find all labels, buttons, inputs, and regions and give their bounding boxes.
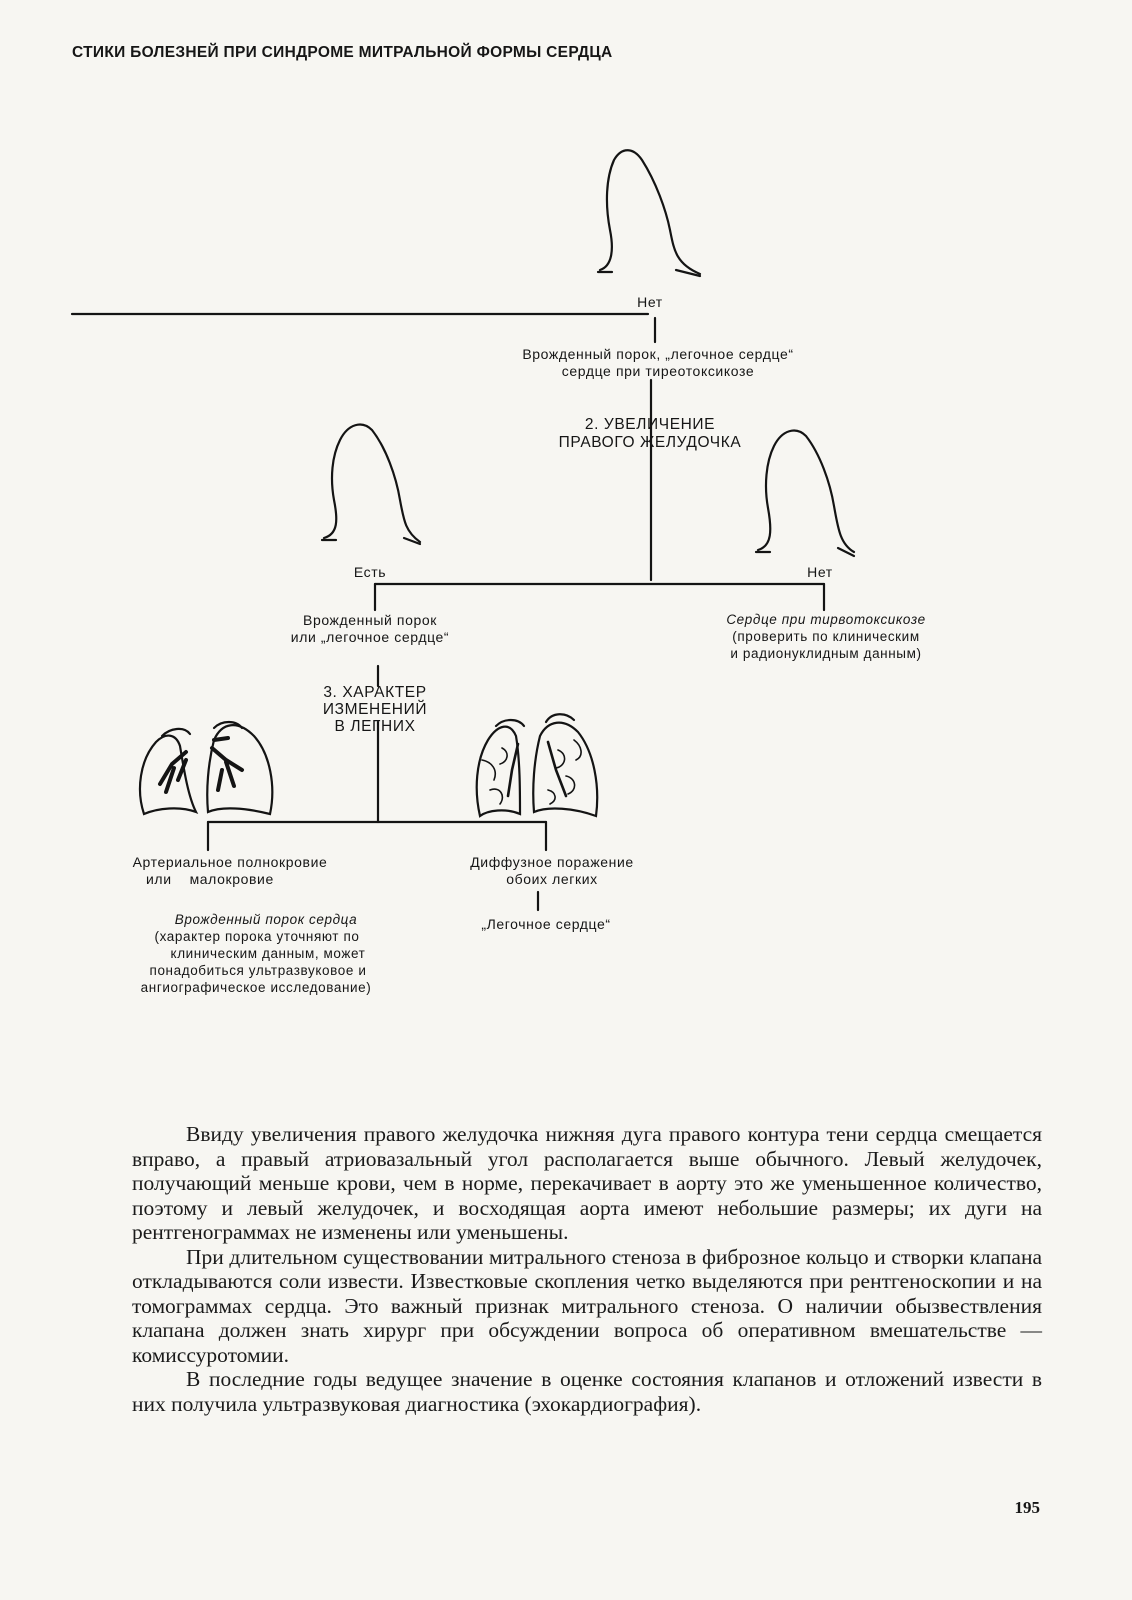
right-answer-label: Нет — [807, 564, 833, 580]
lungs-arterial-figure — [138, 720, 274, 816]
left-result-line2: или „легочное сердце“ — [290, 629, 450, 645]
page-number: 195 — [1014, 1498, 1041, 1517]
step2-title-line1: 2. УВЕЛИЧЕНИЕ — [584, 416, 716, 433]
hilum-vessels-left — [158, 736, 244, 794]
body-paragraph: В последние годы ведущее значение в оцен… — [132, 1367, 1042, 1416]
body-paragraph: При длительном существовании митрального… — [132, 1244, 1042, 1367]
running-header: СТИКИ БОЛЕЗНЕЙ ПРИ СИНДРОМЕ МИТРАЛЬНОЙ Ф… — [72, 44, 613, 61]
heart-silhouette-right — [756, 429, 856, 554]
step3-title-line3: В ЛЕГНИХ — [334, 718, 416, 735]
body-text: Ввиду увеличения правого желудочка нижня… — [132, 1122, 1042, 1416]
lung-left-result-line1: Артериальное полнокровие — [132, 854, 328, 870]
step3-title-line2: ИЗМЕНЕНИЙ — [322, 701, 428, 718]
left-answer-label: Есть — [353, 564, 387, 580]
right-result-note-line2: и радионуклидным данным) — [730, 646, 922, 661]
right-result-title: Сердце при тирвотоксикозе — [726, 612, 926, 627]
flowchart-diagram — [70, 149, 856, 912]
step2-title-line2: ПРАВОГО ЖЕЛУДОЧКА — [558, 434, 742, 451]
step3-title-line1: 3. ХАРАКТЕР — [323, 684, 427, 701]
lung-right-result-line1: Диффузное поражение — [470, 854, 634, 870]
lung-left-note-line2: клиническим данным, может — [170, 946, 366, 961]
top-answer-label: Нет — [637, 294, 663, 310]
top-result-line1: Врожденный порок, „легочное сердце“ — [522, 346, 794, 362]
top-result-line2: сердце при тиреотоксикозе — [561, 363, 755, 379]
lung-left-note-line4: ангиографическое исследование) — [140, 980, 372, 995]
right-result-note-line1: (проверить по клиническим — [732, 629, 920, 644]
lung-left-note-line1: (характер порока уточняют по — [154, 929, 360, 944]
heart-silhouette-top — [598, 149, 702, 276]
lung-right-result-line2: обоих легких — [506, 871, 598, 887]
lung-right-final: „Легочное сердце“ — [481, 916, 611, 932]
lung-left-note-line3: понадобиться ультразвуковое и — [149, 963, 367, 978]
heart-silhouette-left — [322, 423, 422, 544]
body-paragraph: Ввиду увеличения правого желудочка нижня… — [132, 1122, 1042, 1244]
lung-left-title: Врожденный порок сердца — [174, 912, 358, 927]
lung-left-result-line2: или малокровие — [146, 871, 274, 887]
left-result-line1: Врожденный порок — [303, 612, 437, 628]
lungs-diffuse-figure — [475, 713, 599, 818]
